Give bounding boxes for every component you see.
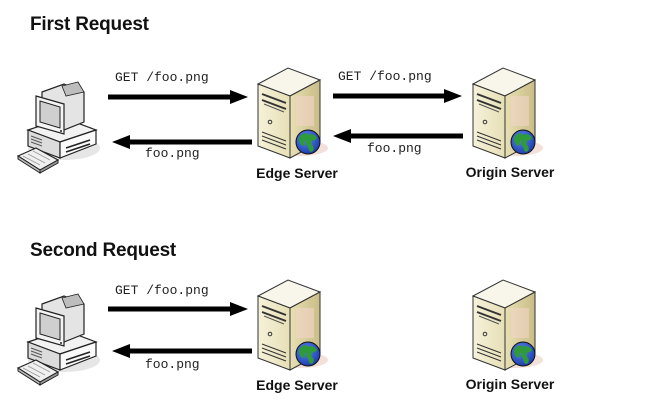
- message-label: foo.png: [367, 141, 422, 156]
- message-label: foo.png: [145, 357, 200, 372]
- arrow-head-edge-to-client: [112, 135, 130, 149]
- arrow-head-client-to-edge: [230, 302, 248, 316]
- section-title-first-request: First Request: [30, 14, 149, 35]
- message-label: GET /foo.png: [338, 69, 432, 84]
- message-label: GET /foo.png: [115, 70, 209, 85]
- edge-server-label: Edge Server: [256, 165, 338, 181]
- origin-server-label: Origin Server: [465, 164, 555, 180]
- edge-server-label: Edge Server: [256, 377, 338, 393]
- origin-server-label: Origin Server: [465, 376, 555, 392]
- arrow-head-edge-to-client: [112, 344, 130, 358]
- arrow-head-edge-to-origin: [444, 89, 462, 103]
- message-label: GET /foo.png: [115, 283, 209, 298]
- arrow-head-origin-to-edge: [333, 129, 351, 143]
- message-label: foo.png: [145, 146, 200, 161]
- arrow-head-client-to-edge: [230, 90, 248, 104]
- section-title-second-request: Second Request: [30, 240, 177, 261]
